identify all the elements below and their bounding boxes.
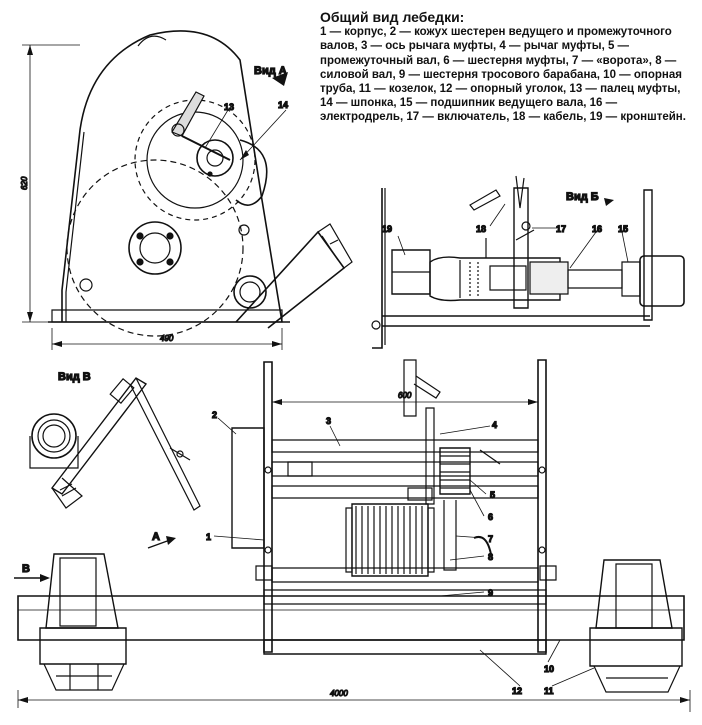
callout-15: 15 (618, 224, 628, 234)
dimension-4000: 4000 (330, 689, 348, 698)
dimension-600: 600 (398, 391, 412, 400)
view-b-label: Вид Б (566, 191, 599, 203)
callout-2: 2 (212, 410, 217, 420)
legend-title: Общий вид лебедки: (320, 9, 465, 25)
callout-10: 10 (544, 664, 554, 674)
callout-11: 11 (544, 686, 554, 696)
callout-12: 12 (512, 686, 522, 696)
dimension-620: 620 (20, 176, 29, 190)
callout-16: 16 (592, 224, 602, 234)
main-assembly (14, 360, 690, 712)
callout-17: 17 (556, 224, 566, 234)
side-view (22, 31, 352, 350)
callout-19: 19 (382, 224, 392, 234)
legend: Общий вид лебедки: 1 — корпус, 2 — кожух… (320, 10, 692, 125)
callout-14: 14 (278, 100, 288, 110)
arrow-b-label: В (22, 563, 30, 575)
dimension-490: 490 (160, 334, 174, 343)
view-a-label: Вид А (254, 65, 287, 77)
view-v (30, 378, 200, 510)
view-b (372, 176, 684, 348)
callout-9: 9 (488, 588, 493, 598)
callout-4: 4 (492, 420, 497, 430)
callout-5: 5 (490, 490, 495, 500)
callout-1: 1 (206, 532, 211, 542)
callout-8: 8 (488, 552, 493, 562)
callout-18: 18 (476, 224, 486, 234)
callout-3: 3 (326, 416, 331, 426)
callout-7: 7 (488, 534, 493, 544)
arrow-a-label: А (152, 531, 160, 543)
callout-6: 6 (488, 512, 493, 522)
callout-13: 13 (224, 102, 234, 112)
view-v-label: Вид В (58, 371, 91, 383)
legend-body: 1 — корпус, 2 — кожух шестерен ведущего … (320, 26, 686, 124)
